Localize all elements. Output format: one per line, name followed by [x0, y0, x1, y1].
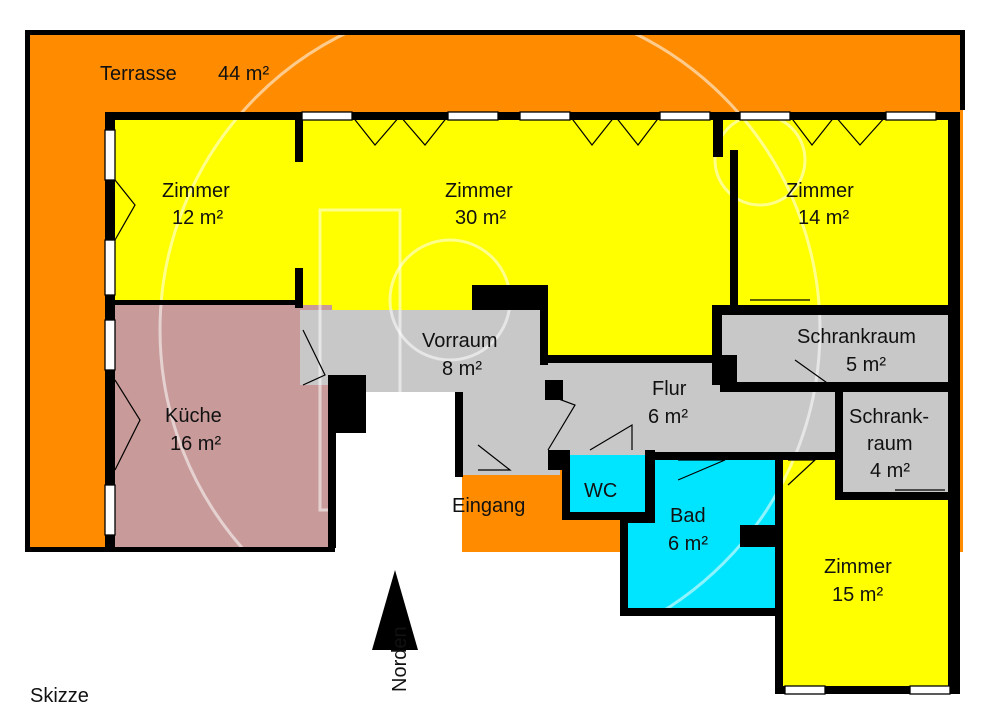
room-zimmer-12 [115, 120, 300, 305]
room-bad [628, 460, 778, 612]
room-wc [568, 455, 646, 515]
north-label: Norden [389, 626, 411, 692]
schrankraum-4-name-1: Schrank- [849, 406, 929, 428]
room-schrankraum-5 [720, 312, 955, 387]
schrankraum-5-name: Schrankraum [797, 326, 916, 348]
vorraum-name: Vorraum [422, 330, 498, 352]
bad-area: 6 m² [668, 533, 708, 555]
north-arrow: Norden [372, 570, 418, 692]
schrankraum-4-area: 4 m² [870, 460, 910, 482]
zimmer-30-name: Zimmer [445, 180, 513, 202]
schrankraum-4-name-2: raum [867, 433, 913, 455]
zimmer-15-area: 15 m² [832, 584, 883, 606]
flur-name: Flur [652, 378, 687, 400]
flur-area: 6 m² [648, 406, 688, 428]
bad-name: Bad [670, 505, 706, 527]
zimmer-12-name: Zimmer [162, 180, 230, 202]
zimmer-14-name: Zimmer [786, 180, 854, 202]
wc-name: WC [584, 480, 617, 502]
kueche-area: 16 m² [170, 433, 221, 455]
terrace-area-label: 44 m² [218, 63, 269, 85]
zimmer-14-area: 14 m² [798, 207, 849, 229]
sketch-label: Skizze [30, 685, 89, 707]
kueche-name: Küche [165, 405, 222, 427]
zimmer-12-area: 12 m² [172, 207, 223, 229]
room-zimmer-14 [720, 120, 955, 310]
room-schrankraum-4 [840, 392, 955, 497]
room-kueche [112, 305, 332, 548]
doors [114, 115, 945, 491]
zimmer-15-name: Zimmer [824, 556, 892, 578]
zimmer-30-area: 30 m² [455, 207, 506, 229]
windows [104, 111, 951, 695]
terrace-label: Terrasse [100, 63, 177, 85]
room-vorraum [300, 290, 560, 475]
vorraum-area: 8 m² [442, 358, 482, 380]
schrankraum-5-area: 5 m² [846, 354, 886, 376]
room-zimmer-15 [778, 460, 955, 688]
entrance-label: Eingang [452, 495, 525, 517]
